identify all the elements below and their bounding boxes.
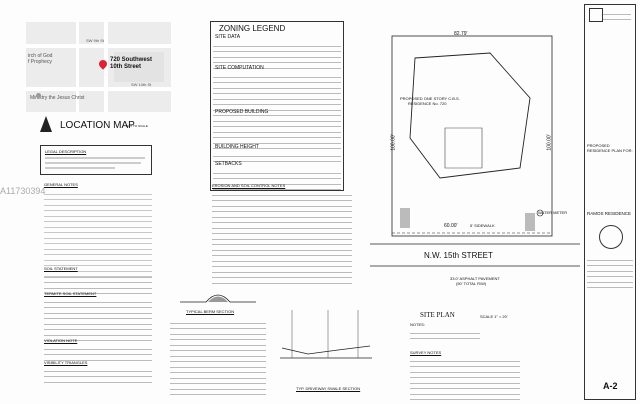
soil-statement-text: [44, 272, 152, 294]
site-plan-drawing: [370, 35, 580, 267]
water-meter-label: WATER METER: [538, 210, 568, 215]
poi-label: Ministry the Jesus Christ: [30, 95, 85, 101]
soil-statement-heading: SOIL STATEMENT: [44, 266, 78, 271]
location-map-title: LOCATION MAP: [60, 120, 135, 131]
pin-label: 10th Street: [110, 64, 142, 70]
building-height-heading: BUILDING HEIGHT: [215, 144, 259, 150]
erosion-notes-heading: EROSION AND SOIL CONTROL NOTES: [212, 183, 286, 188]
termite-soil-heading: TERMITE SOIL STATEMENT: [44, 291, 97, 296]
termite-soil-text: [44, 297, 152, 341]
street-name-label: N.W. 15th STREET: [424, 251, 493, 260]
berm-section-title: TYPICAL BERM SECTION: [186, 309, 235, 314]
pavement-label: 33.0' ASPHALT PAVEMENT: [450, 276, 500, 281]
zoning-legend-table: ZONING LEGEND SITE DATA SITE COMPUTATION…: [210, 21, 344, 196]
front-width-dimension: 60.00': [444, 223, 458, 229]
residence-label: RESIDENCE No. 720: [408, 101, 447, 106]
site-computation-heading: SITE COMPUTATION: [215, 65, 264, 71]
location-map-image: SW 9th St irch of God f Prophecy 720 Sou…: [26, 22, 171, 112]
left-dimension: 100.00': [390, 134, 397, 151]
street-label-top: SW 9th St: [86, 38, 105, 43]
setbacks-heading: SETBACKS: [215, 161, 242, 167]
project-label: PROPOSED RESIDENCE PLAN FOR:: [587, 143, 633, 153]
poi-label: f Prophecy: [28, 59, 52, 65]
survey-notes-heading: SURVEY NOTES: [410, 350, 442, 355]
general-notes-heading: GENERAL NOTES: [44, 182, 78, 187]
north-arrow-icon: [40, 116, 52, 132]
swale-section-drawing: [280, 310, 372, 359]
seal-stamp: [599, 225, 623, 249]
street-label-bottom: SW 10th St: [131, 82, 152, 87]
firm-logo: [589, 8, 603, 22]
right-of-way-label: (50' TOTAL R/W): [456, 281, 487, 286]
poi-label: irch of God: [28, 53, 53, 59]
watermark: A11730394: [0, 186, 46, 196]
notes-heading: NOTES:: [410, 322, 425, 327]
violation-note-text: [44, 344, 152, 361]
location-map-scale: NOT TO SCALE: [126, 124, 148, 128]
right-dimension: 100.00': [546, 134, 553, 151]
site-data-heading: SITE DATA: [215, 34, 241, 40]
owner-name: RAMOS RESIDENCE: [587, 211, 632, 216]
residence-label: PROPOSED ONE STORY C.B.S.: [400, 96, 460, 101]
zoning-legend-title: ZONING LEGEND: [219, 24, 286, 33]
swale-section-title: TYP. DRIVEWAY SWALE SECTION: [296, 386, 361, 391]
lot-width-dimension: 82.79': [454, 31, 468, 37]
site-plan-title: SITE PLAN: [420, 311, 455, 319]
notes-text: [410, 328, 480, 339]
pin-label: 720 Southwest: [110, 57, 153, 63]
title-block: PROPOSED RESIDENCE PLAN FOR: RAMOS RESID…: [584, 4, 636, 400]
berm-section-drawing: [180, 294, 256, 303]
visibility-triangles-heading: VISIBILITY TRIANGLES: [44, 360, 88, 365]
general-notes-text: [44, 189, 152, 277]
violation-note-heading: VIOLATION NOTE: [44, 338, 78, 343]
survey-notes-text: [410, 356, 520, 400]
berm-notes-text: [170, 318, 266, 395]
erosion-notes-text: [212, 190, 352, 284]
visibility-triangles-text: [44, 366, 152, 383]
sheet-number: A-2: [603, 381, 618, 391]
sidewalk-label: 5' SIDEWALK: [470, 223, 495, 228]
proposed-building-heading: PROPOSED BUILDING: [215, 109, 269, 115]
legal-description-heading: LEGAL DESCRIPTION: [45, 149, 87, 154]
site-plan-scale: SCALE 1" = 20': [480, 314, 508, 319]
legal-description-box: LEGAL DESCRIPTION: [40, 145, 152, 175]
